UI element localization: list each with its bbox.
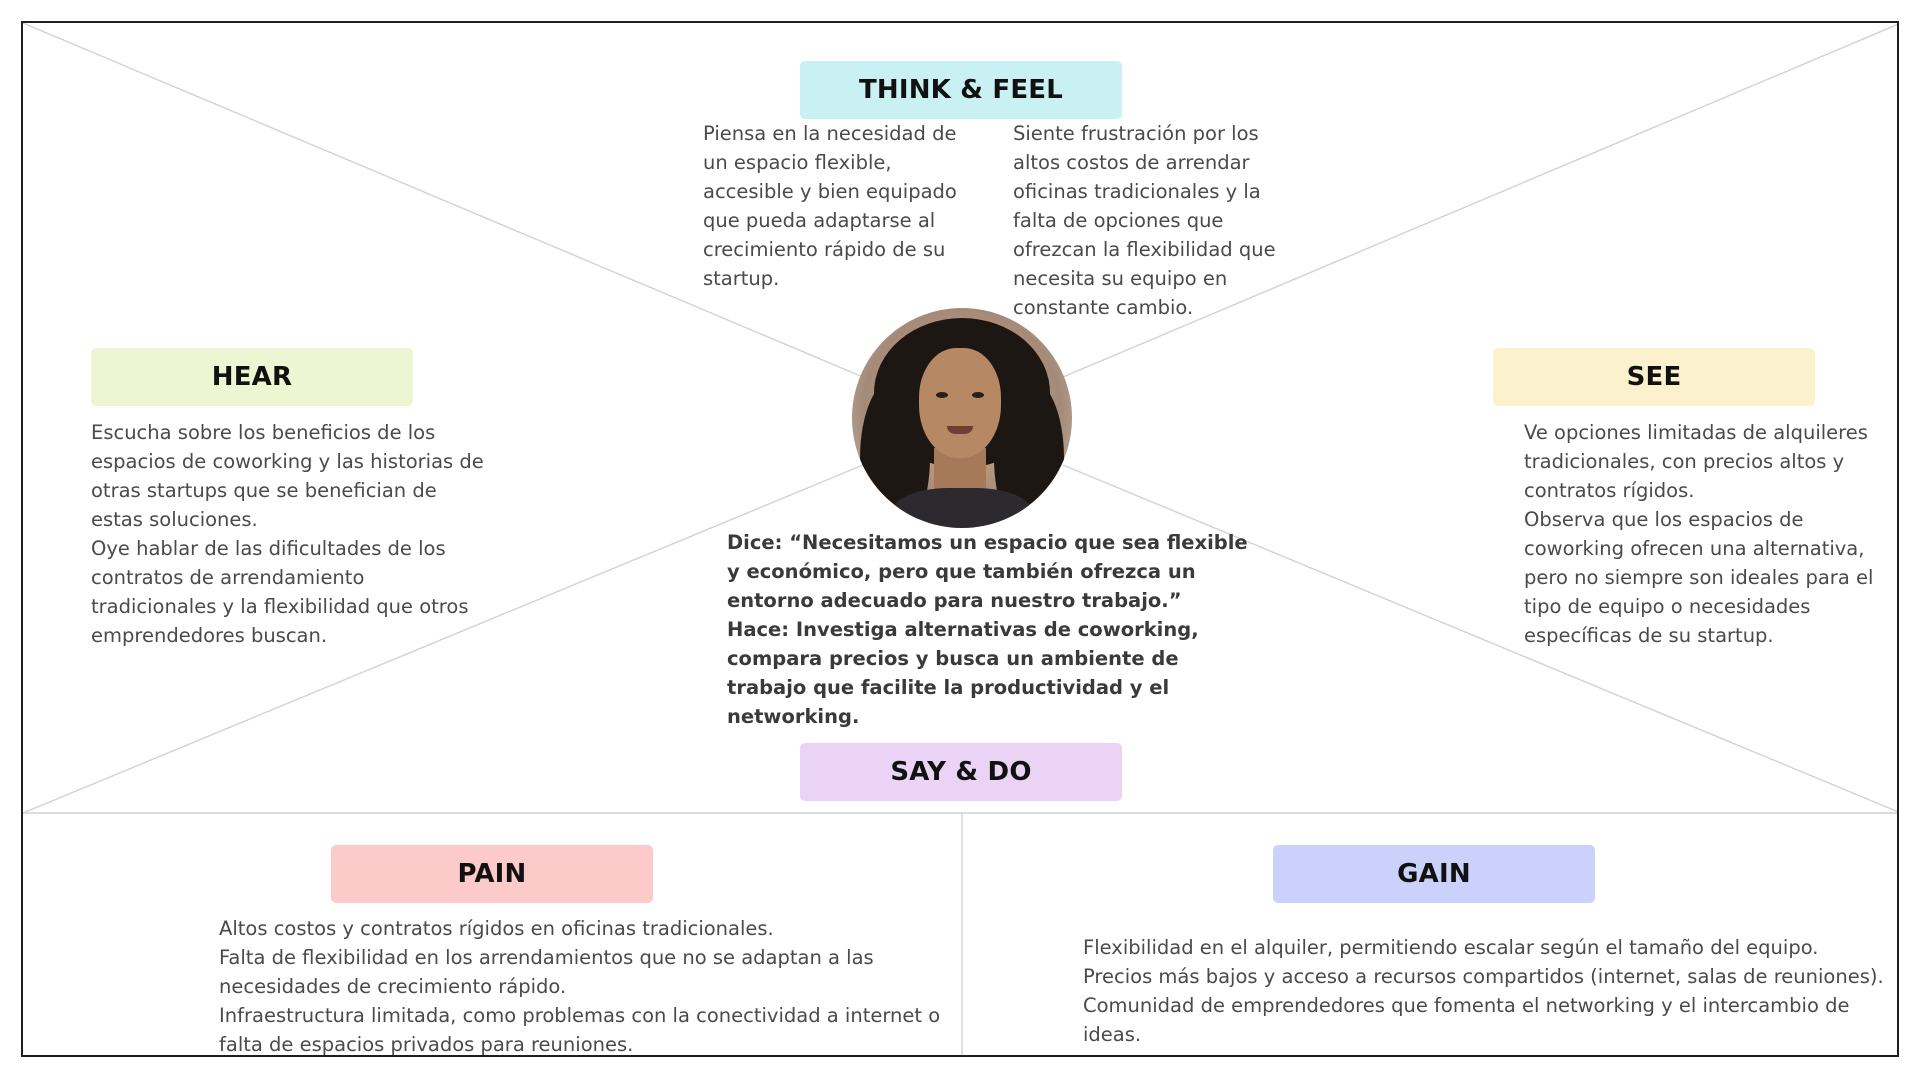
diagonal-bottom-left [23, 464, 864, 814]
diagonal-bottom-right [1062, 464, 1897, 813]
hear-text: Escucha sobre los beneficios de los espa… [91, 421, 484, 647]
see-label: SEE [1493, 348, 1815, 406]
see-text: Ve opciones limitadas de alquileres trad… [1524, 421, 1874, 647]
gain-label: GAIN [1273, 845, 1595, 903]
diagonal-top-left [23, 23, 864, 378]
hear-label: HEAR [91, 348, 413, 406]
empathy-map-board: THINK & FEEL Piensa en la necesidad de u… [21, 21, 1899, 1057]
feel-text: Siente frustración por los altos costos … [1013, 122, 1276, 319]
say-do-text: Dice: “Necesitamos un espacio que sea fl… [727, 531, 1248, 728]
pain-label: PAIN [331, 845, 653, 903]
say-do-label: SAY & DO [800, 743, 1122, 801]
pain-text: Altos costos y contratos rígidos en ofic… [219, 917, 941, 1056]
gain-text: Flexibilidad en el alquiler, permitiendo… [1083, 936, 1884, 1046]
quadrant-divider-lines [23, 23, 1897, 1055]
diagonal-top-right [1062, 23, 1897, 378]
think-feel-label: THINK & FEEL [800, 61, 1122, 119]
think-text: Piensa en la necesidad de un espacio fle… [703, 122, 957, 290]
persona-avatar [852, 308, 1072, 528]
